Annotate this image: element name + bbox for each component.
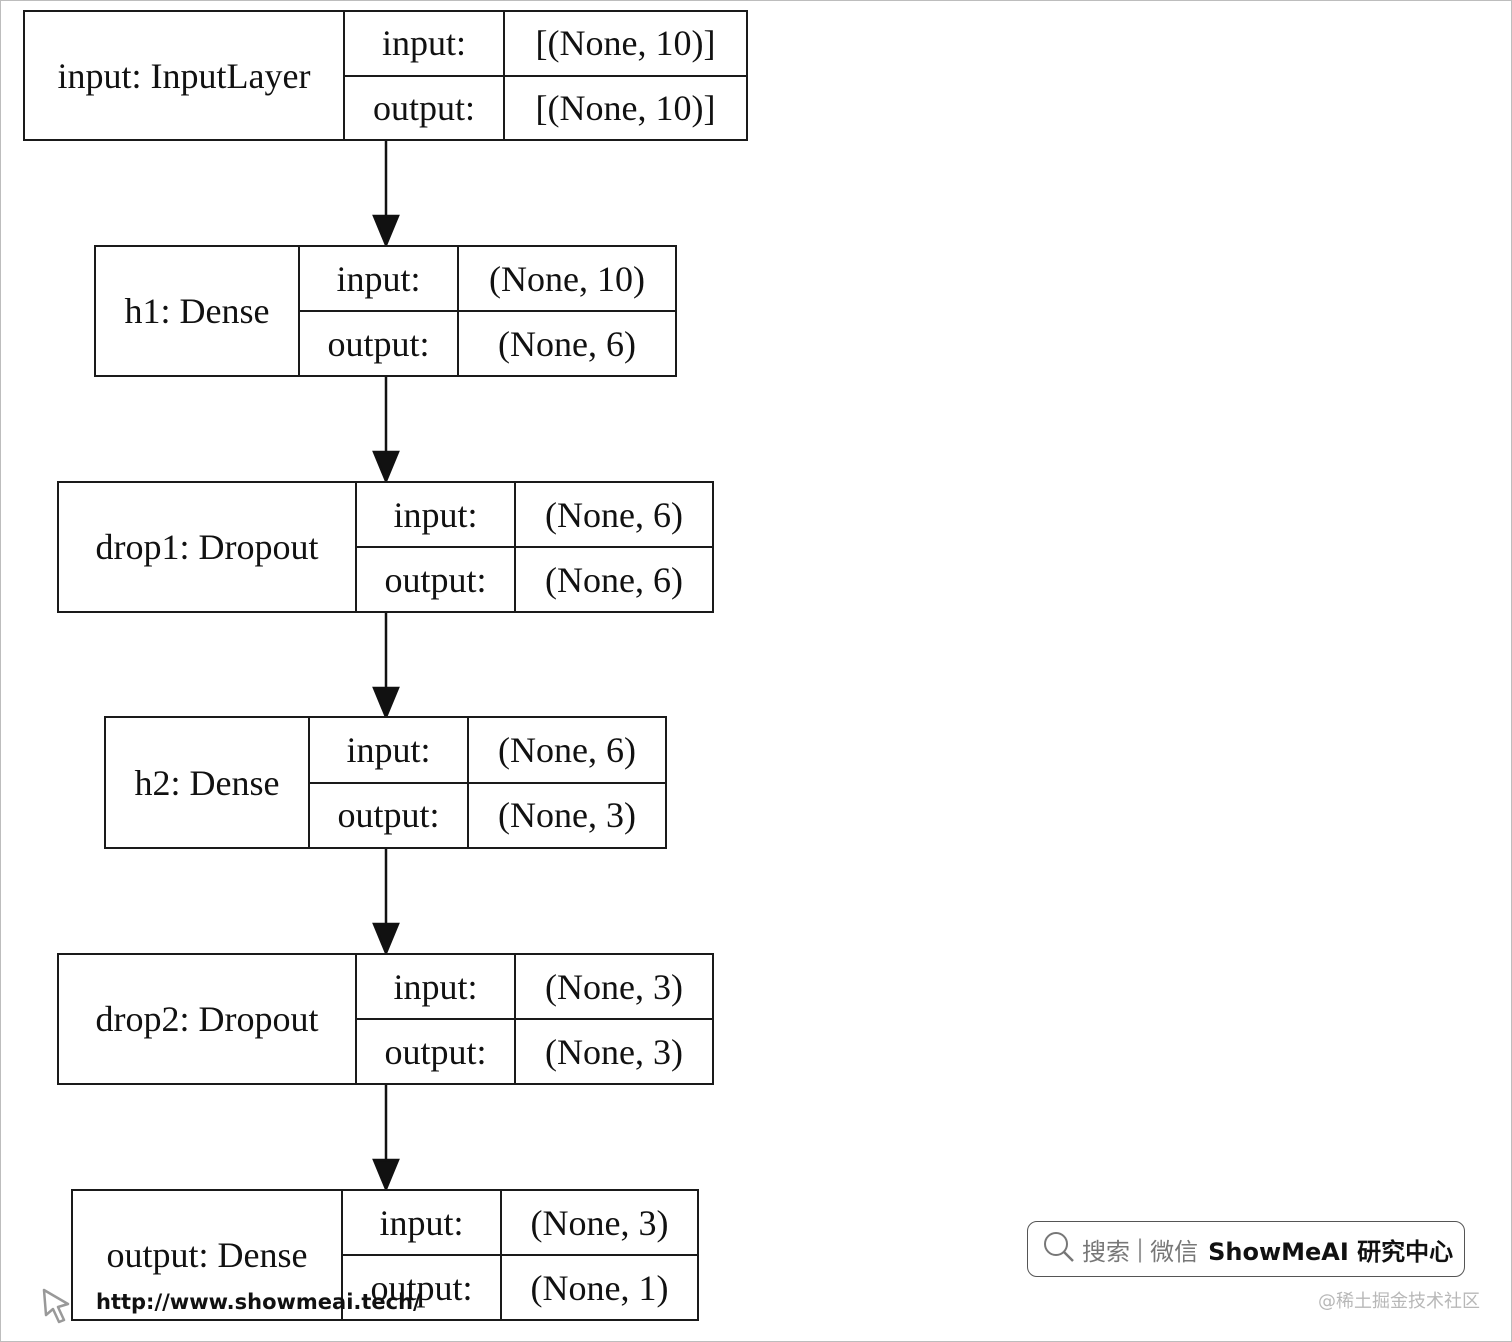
separator: | — [1136, 1235, 1145, 1263]
output-shape: (None, 6) — [498, 323, 636, 364]
input-label: input: — [343, 1191, 502, 1254]
search-text: 搜索 — [1082, 1237, 1130, 1266]
layer-name: output: Dense — [73, 1191, 343, 1319]
showmeai-search-badge: 搜索 | 微信 ShowMeAI 研究中心 — [1027, 1221, 1465, 1277]
input-label: input: — [357, 483, 516, 546]
output-shape: (None, 3) — [498, 795, 636, 836]
layer-node-output: output: Dense input: (None, 3) output: (… — [71, 1189, 699, 1321]
output-shape: [(None, 10)] — [535, 87, 716, 128]
arrow-head — [372, 922, 400, 957]
layer-node-h1: h1: Dense input: (None, 10) output: (Non… — [94, 245, 677, 377]
arrow-head — [372, 686, 400, 721]
showmeai-cursor-logo-icon — [40, 1286, 80, 1331]
layer-name: drop1: Dropout — [59, 483, 357, 611]
layer-node-h2: h2: Dense input: (None, 6) output: (None… — [104, 716, 667, 849]
search-icon — [1042, 1230, 1076, 1268]
watermark-url: http://www.showmeai.tech/ — [96, 1290, 421, 1314]
output-shape: (None, 6) — [545, 559, 683, 600]
output-label: output: — [345, 76, 505, 139]
input-label: input: — [345, 12, 505, 75]
input-label: input: — [310, 718, 469, 782]
input-label: input: — [357, 955, 516, 1018]
output-label: output: — [310, 783, 469, 847]
brand-name: ShowMeAI 研究中心 — [1208, 1237, 1454, 1266]
layer-node-drop1: drop1: Dropout input: (None, 6) output: … — [57, 481, 714, 613]
input-shape: (None, 10) — [489, 258, 645, 299]
input-label: input: — [300, 247, 459, 310]
output-shape: (None, 3) — [545, 1031, 683, 1072]
input-shape: (None, 6) — [498, 729, 636, 770]
wechat-text: 微信 — [1150, 1237, 1199, 1266]
layer-node-input: input: InputLayer input: [(None, 10)] ou… — [23, 10, 748, 141]
output-shape: (None, 1) — [530, 1267, 669, 1308]
layer-name: h2: Dense — [106, 718, 310, 847]
output-label: output: — [357, 548, 516, 611]
arrow-head — [372, 214, 400, 249]
juejin-watermark: @稀土掘金技术社区 — [1318, 1291, 1480, 1312]
layer-name: h1: Dense — [96, 247, 300, 375]
input-shape: (None, 6) — [545, 494, 683, 535]
layer-name: drop2: Dropout — [59, 955, 357, 1083]
input-shape: [(None, 10)] — [535, 23, 716, 64]
layer-node-drop2: drop2: Dropout input: (None, 3) output: … — [57, 953, 714, 1085]
arrow-head — [372, 450, 400, 485]
output-label: output: — [357, 1020, 516, 1083]
input-shape: (None, 3) — [545, 966, 683, 1007]
output-label: output: — [343, 1256, 502, 1319]
input-shape: (None, 3) — [530, 1202, 669, 1243]
output-label: output: — [300, 312, 459, 375]
arrow-head — [372, 1158, 400, 1193]
layer-name: input: InputLayer — [25, 12, 345, 139]
